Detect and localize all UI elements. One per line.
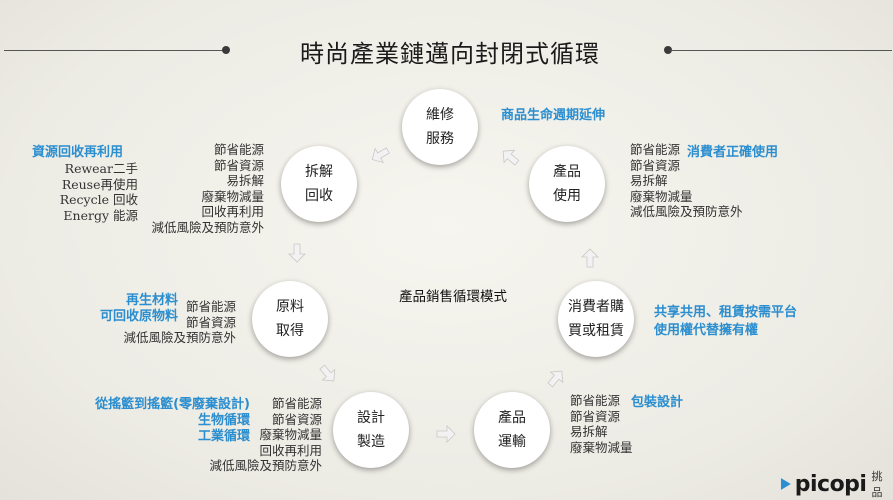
node-use-line2: 使用 — [553, 188, 581, 204]
node-transport-line2: 運輸 — [498, 434, 526, 450]
list-item: 節省資源 — [185, 314, 236, 330]
list-recycle-detail: Rewear二手 Reuse再使用 Recycle 回收 Energy 能源 — [40, 161, 138, 223]
node-material-line2: 取得 — [276, 323, 304, 339]
list-item: 節省能源 — [630, 142, 681, 157]
highlight-consumer-line: 使用權代替擁有權 — [654, 323, 759, 338]
highlight-design-line: 生物循環 — [197, 413, 250, 428]
list-item: 易拆解 — [570, 424, 608, 440]
highlight-consumer: 共享共用、租賃按需平台 使用權代替擁有權 — [654, 305, 797, 339]
list-item: 減低風險及預防意外 — [630, 204, 743, 220]
node-design-line1: 設計 — [357, 410, 385, 426]
list-item: 節省能源 — [185, 299, 236, 314]
list-item: 節省資源 — [271, 411, 322, 427]
list-item: 易拆解 — [630, 173, 668, 189]
picopi-logo: picopi 挑品 — [780, 468, 893, 500]
list-item: Energy 能源 — [63, 207, 138, 223]
title-rule-right — [670, 50, 892, 51]
highlight-design-line: 從搖籃到搖籃(零廢棄設計) — [95, 397, 250, 412]
node-repair-line1: 維修 — [426, 107, 454, 123]
list-item: Recycle 回收 — [59, 192, 138, 208]
node-recycle: 拆解 回收 — [281, 146, 357, 222]
list-item: 節省資源 — [630, 157, 681, 173]
list-transport: 節省能源 節省資源 易拆解 廢棄物減量 — [570, 393, 633, 455]
node-recycle-line2: 回收 — [305, 188, 333, 204]
list-design: 節省能源 節省資源 廢棄物減量 回收再利用 減低風險及預防意外 — [198, 396, 322, 474]
list-item: 回收再利用 — [201, 204, 264, 220]
node-product-use: 產品 使用 — [529, 146, 605, 222]
list-item: 節省能源 — [213, 142, 264, 157]
list-item: Rewear二手 — [64, 161, 138, 176]
node-recycle-line1: 拆解 — [305, 164, 333, 180]
title-rule-left — [4, 50, 226, 51]
list-item: 廢棄物減量 — [201, 188, 264, 204]
node-use-line1: 產品 — [553, 164, 581, 180]
node-consumer-line2: 買或租賃 — [568, 323, 624, 339]
list-item: 廢棄物減量 — [570, 439, 633, 455]
highlight-material: 再生材料 可回收原物料 — [80, 293, 178, 325]
node-product-transport: 產品 運輸 — [474, 392, 550, 468]
node-material-line1: 原料 — [276, 299, 304, 315]
arrow-recycle-to-material — [288, 243, 306, 263]
list-item: 回收再利用 — [259, 442, 322, 458]
list-item: 減低風險及預防意外 — [209, 458, 322, 474]
highlight-transport: 包裝設計 — [631, 395, 684, 410]
arrow-transport-to-consumer — [547, 370, 564, 388]
highlight-design: 從搖籃到搖籃(零廢棄設計) 生物循環 工業循環 — [60, 397, 250, 445]
node-material-sourcing: 原料 取得 — [252, 281, 328, 357]
list-item: Reuse再使用 — [61, 176, 138, 192]
node-transport-line1: 產品 — [498, 410, 526, 426]
arrow-repair-to-recycle — [371, 147, 390, 164]
title-rule-right-dot — [664, 46, 672, 54]
list-item: 減低風險及預防意外 — [123, 330, 236, 346]
list-item: 易拆解 — [226, 173, 264, 189]
arrow-material-to-design — [319, 364, 336, 382]
arrow-design-to-transport — [436, 425, 456, 443]
node-design-line2: 製造 — [357, 434, 385, 450]
list-item: 節省能源 — [271, 396, 322, 411]
node-repair-line2: 服務 — [426, 131, 454, 147]
list-item: 節省資源 — [213, 157, 264, 173]
highlight-use: 消費者正確使用 — [687, 145, 779, 160]
logo-chinese: 挑品 — [871, 470, 883, 499]
list-item: 節省能源 — [570, 393, 621, 408]
arrow-consumer-to-use — [581, 248, 599, 268]
list-use: 節省能源 節省資源 易拆解 廢棄物減量 減低風險及預防意外 — [630, 142, 743, 220]
list-item: 減低風險及預防意外 — [151, 219, 264, 235]
list-item: 廢棄物減量 — [259, 427, 322, 443]
arrow-use-to-repair — [502, 149, 520, 166]
list-recycle: 節省能源 節省資源 易拆解 廢棄物減量 回收再利用 減低風險及預防意外 — [140, 142, 264, 236]
highlight-material-line: 可回收原物料 — [99, 309, 178, 324]
title-rule-left-dot — [222, 46, 230, 54]
highlight-repair: 商品生命週期延伸 — [501, 108, 606, 123]
node-consumer-line1: 消費者購 — [568, 299, 624, 315]
center-label: 產品銷售循環模式 — [399, 289, 507, 305]
picopi-logo-icon — [780, 478, 791, 490]
logo-wordmark: picopi — [794, 471, 867, 497]
list-item: 廢棄物減量 — [630, 188, 693, 204]
node-design-manufacture: 設計 製造 — [333, 392, 409, 468]
highlight-design-line: 工業循環 — [197, 429, 250, 444]
node-consumer-purchase: 消費者購 買或租賃 — [558, 281, 634, 357]
node-repair-service: 維修 服務 — [402, 89, 478, 165]
highlight-consumer-line: 共享共用、租賃按需平台 — [654, 305, 798, 320]
highlight-material-line: 再生材料 — [125, 293, 178, 308]
list-item: 節省資源 — [570, 408, 621, 424]
highlight-recycle: 資源回收再利用 — [32, 145, 124, 160]
list-material: 節省能源 節省資源 減低風險及預防意外 — [112, 299, 236, 346]
page-title: 時尚產業鏈邁向封閉式循環 — [300, 40, 600, 68]
